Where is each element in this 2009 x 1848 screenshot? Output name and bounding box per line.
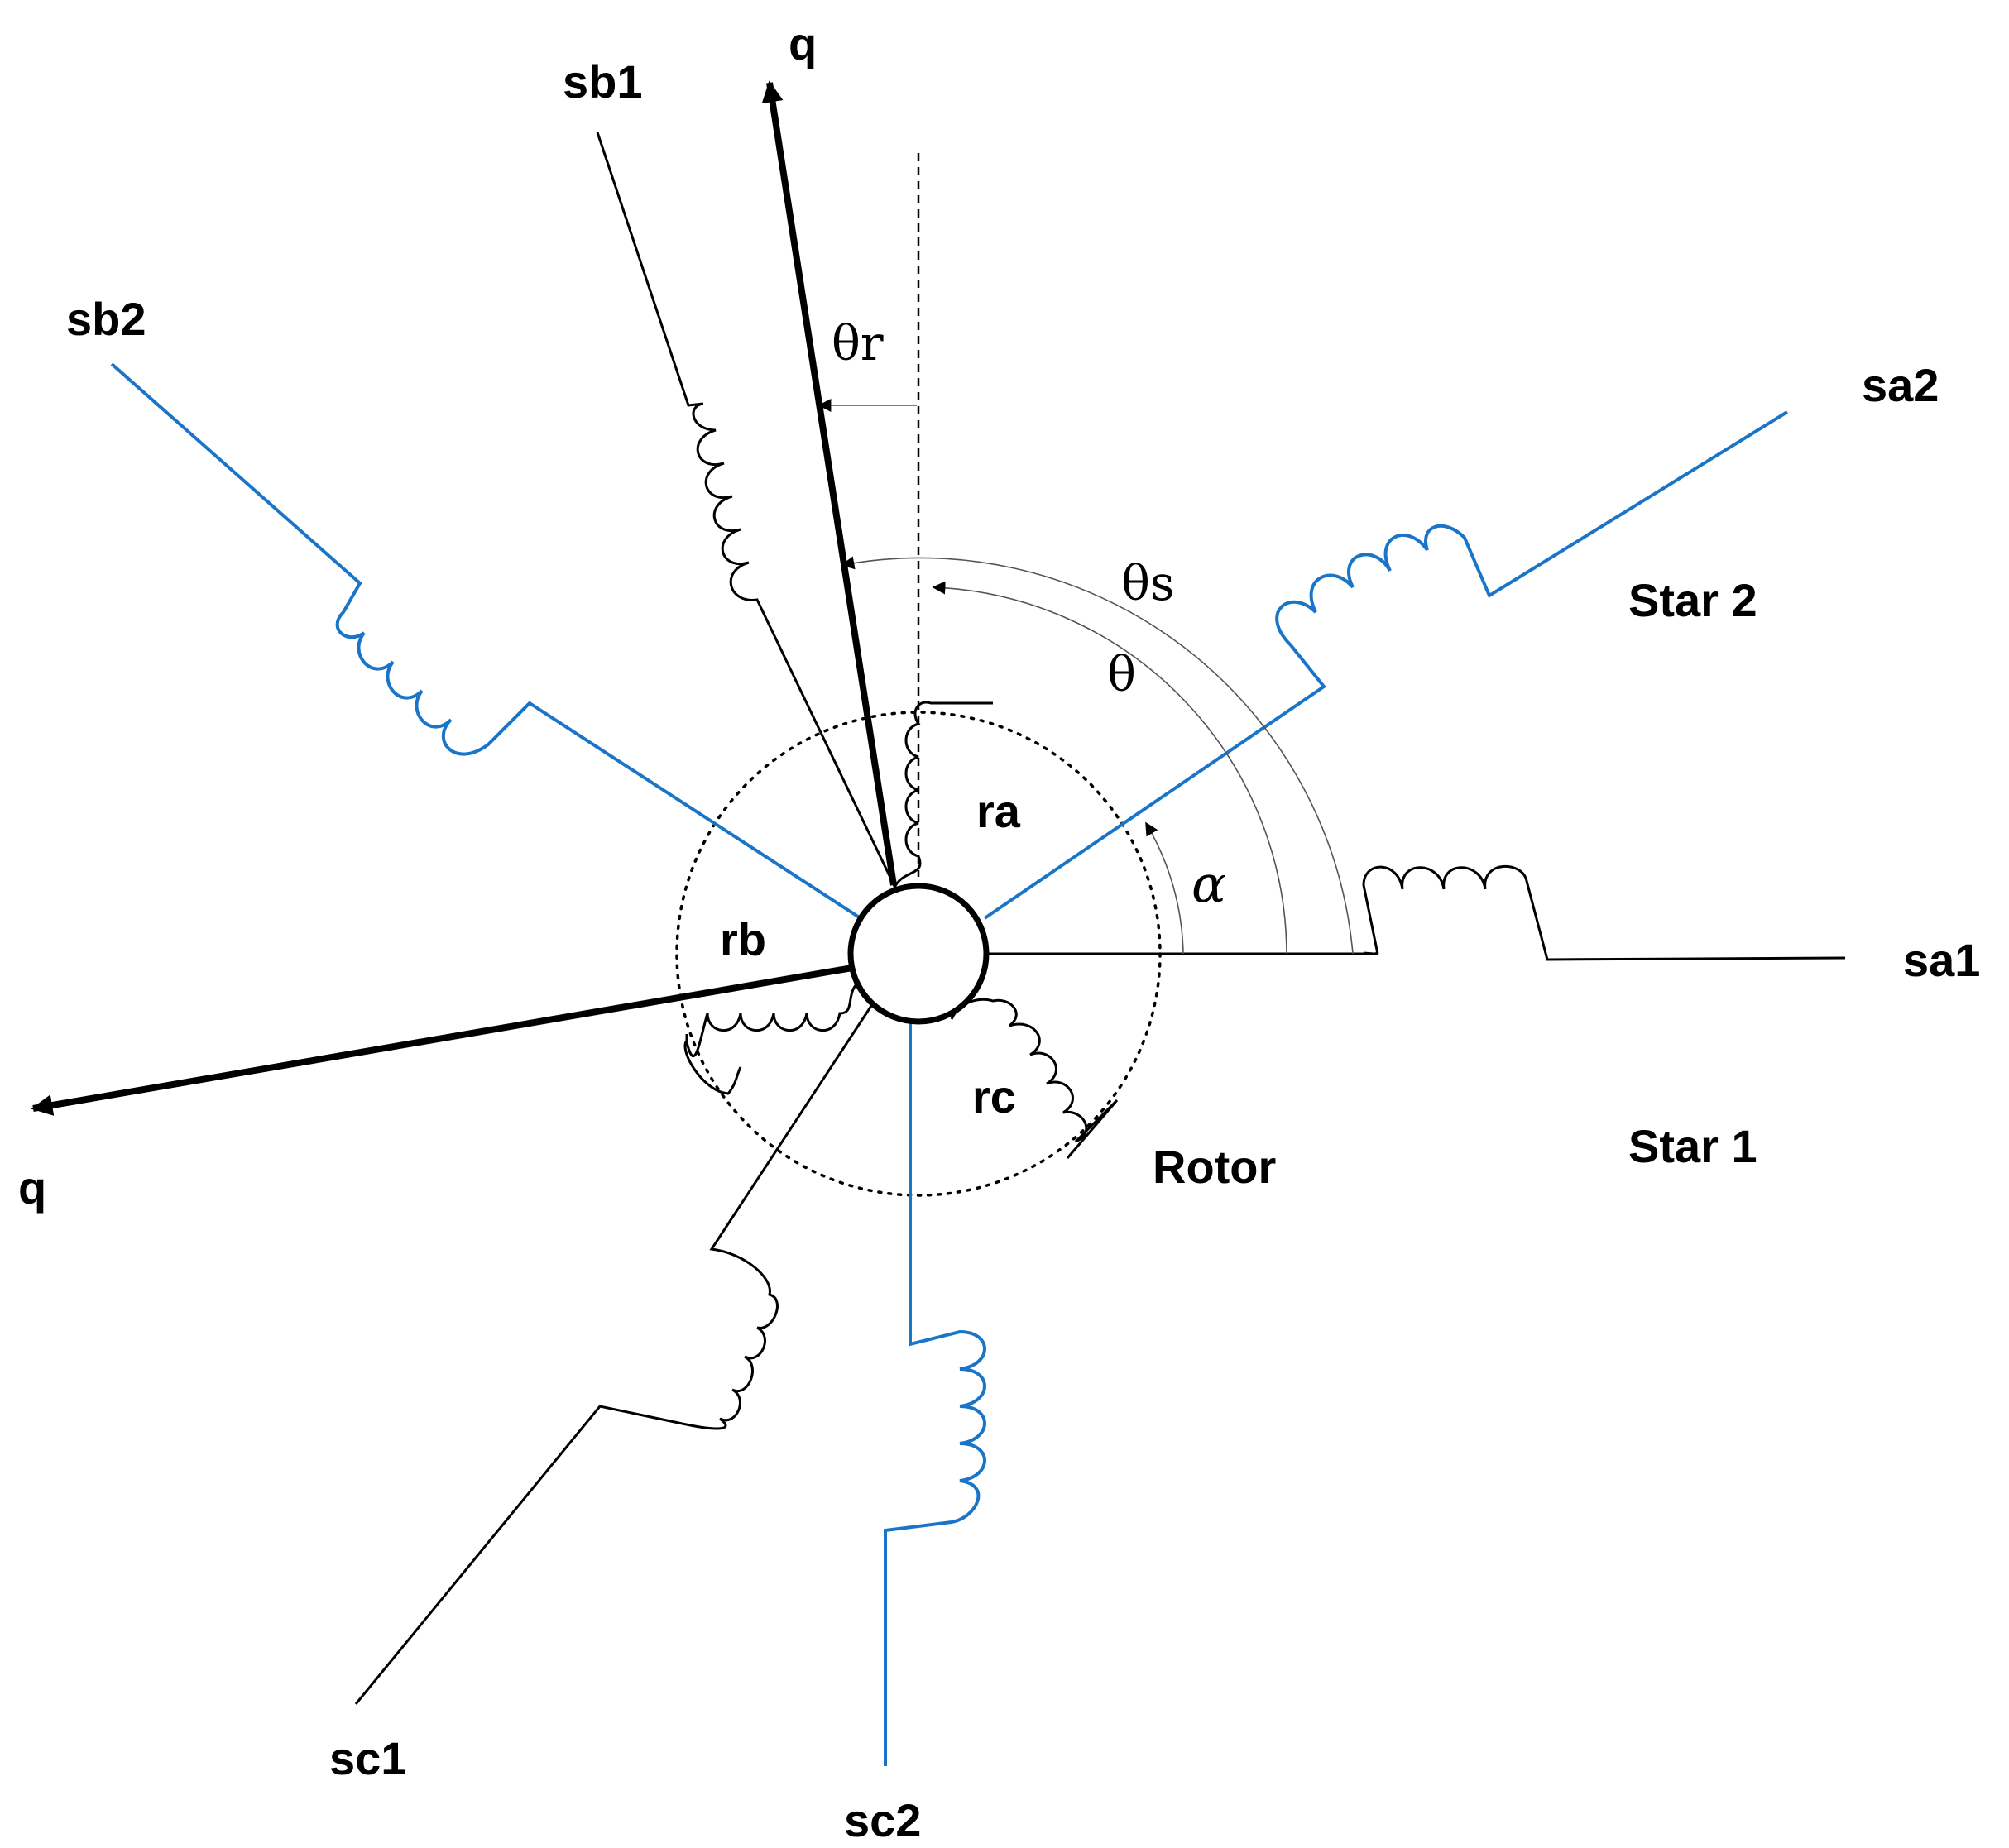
winding-sc2 [884, 1020, 986, 1766]
winding-sa1 [987, 864, 1846, 961]
rotor-shaft [847, 883, 990, 1025]
sb1-label: sb1 [563, 55, 643, 108]
winding-sb2 [110, 362, 862, 920]
winding-sc1 [354, 984, 887, 1705]
theta-s-label: θs [1121, 555, 1175, 611]
theta-s-arc [841, 556, 1354, 955]
sa2-label: sa2 [1862, 359, 1939, 411]
theta-r-label: θr [832, 315, 884, 371]
rotor-winding-rb [683, 979, 861, 1095]
sb2-label: sb2 [66, 293, 146, 345]
rotor-winding-rc [950, 998, 1119, 1159]
sa1-label: sa1 [1903, 934, 1980, 986]
sc2-label: sc2 [844, 1794, 921, 1846]
theta-arc [932, 581, 1287, 955]
rc-label: rc [972, 1070, 1016, 1123]
q-label-top: q [789, 17, 817, 69]
alpha-arc [1145, 821, 1184, 955]
sc1-label: sc1 [329, 1732, 406, 1784]
q-axis-upper [761, 80, 897, 886]
theta-label: θ [1107, 646, 1136, 702]
rotor-winding-ra [892, 701, 993, 890]
q-axis-lower [31, 965, 853, 1116]
q-label-left: q [18, 1161, 46, 1214]
star2-label: Star 2 [1628, 574, 1757, 626]
star1-label: Star 1 [1628, 1120, 1757, 1172]
ra-label: ra [976, 785, 1021, 837]
alpha-label: α [1191, 854, 1226, 914]
rb-label: rb [720, 913, 766, 965]
winding-sb1 [596, 132, 904, 902]
winding-sa2 [983, 410, 1789, 920]
rotor-label: Rotor [1153, 1141, 1276, 1193]
